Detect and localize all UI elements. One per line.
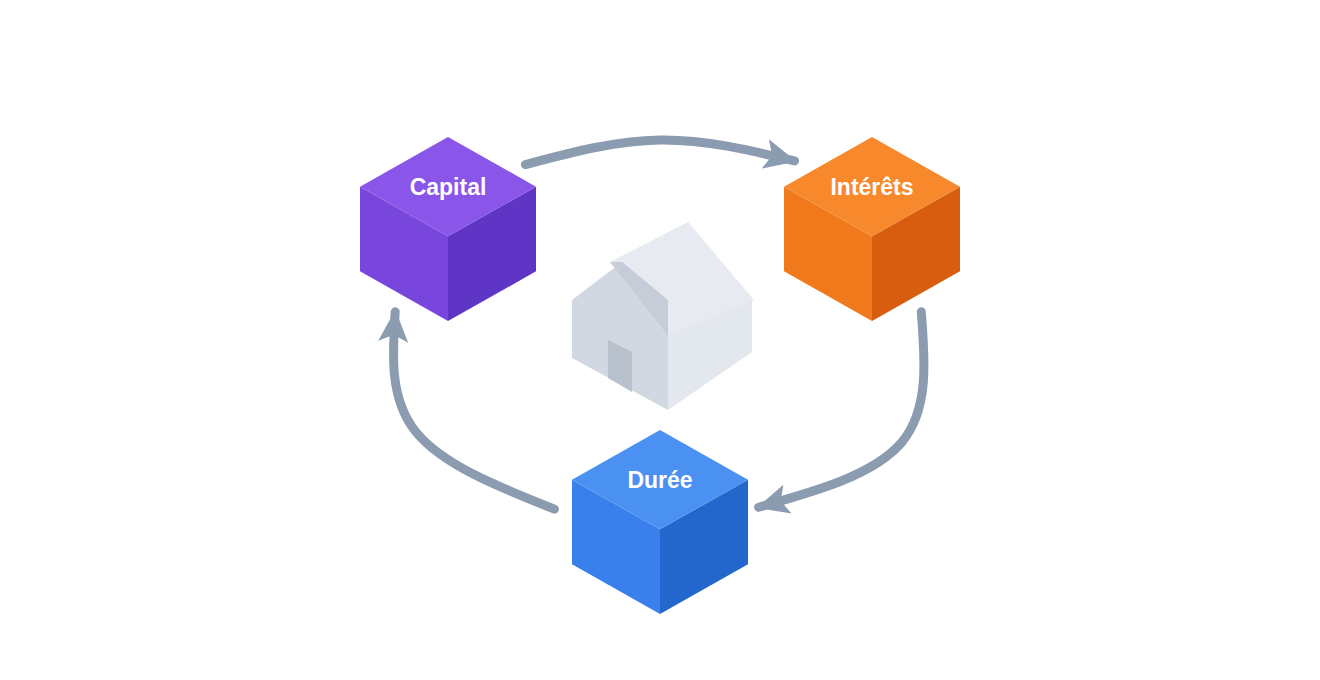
cycle-arrow	[759, 312, 925, 507]
cube-shape	[360, 137, 536, 321]
cube-shape	[784, 137, 960, 321]
cube-box: Intérêts	[784, 137, 960, 321]
house-roof-edge	[610, 262, 668, 336]
house-roof	[610, 222, 754, 336]
cube-face	[572, 430, 748, 529]
cycle-arrow	[525, 140, 794, 165]
cycle-arrow	[393, 312, 554, 509]
cube-box: Durée	[572, 430, 748, 614]
cube-face	[784, 137, 960, 236]
node-label: Durée	[572, 466, 748, 494]
cube-box: Capital	[360, 137, 536, 321]
cube-face	[360, 137, 536, 236]
house-door	[608, 340, 632, 392]
node-label: Intérêts	[784, 173, 960, 201]
cube-shape	[572, 430, 748, 614]
node-label: Capital	[360, 173, 536, 201]
